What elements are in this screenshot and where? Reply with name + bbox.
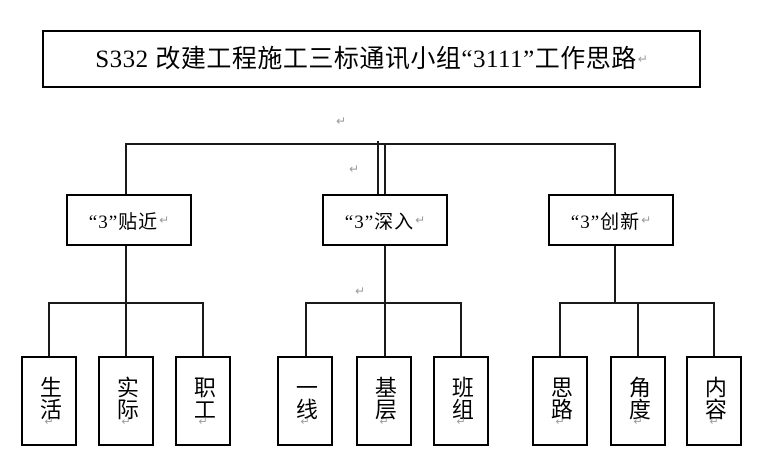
leaf-box-2-2[interactable]: 基层 ↵ — [356, 356, 412, 446]
branch-3-drop-connector-2 — [637, 302, 639, 357]
branch-2-drop-connector-3 — [460, 302, 462, 357]
root-drop-connector-2 — [384, 143, 386, 194]
paragraph-mark-icon: ↵ — [379, 415, 389, 428]
paragraph-mark-icon: ↵ — [300, 415, 310, 428]
paragraph-mark-icon: ↵ — [44, 415, 54, 428]
leaf-label-1-2: 实际 — [113, 376, 139, 420]
branch-box-1[interactable]: “3”贴近↵ — [66, 194, 192, 246]
paragraph-mark-icon: ↵ — [637, 52, 648, 66]
paragraph-mark-icon: ↵ — [709, 415, 719, 428]
leaf-label-2-1: 一线 — [292, 376, 318, 420]
leaf-box-2-3[interactable]: 班组 ↵ — [433, 356, 489, 446]
leaf-label-3-2: 角度 — [625, 376, 651, 420]
leaf-box-3-1[interactable]: 思路 ↵ — [532, 356, 588, 446]
leaf-label-3-3: 内容 — [701, 376, 727, 420]
leaf-box-1-2[interactable]: 实际 ↵ — [98, 356, 154, 446]
paragraph-mark-icon: ↵ — [555, 415, 565, 428]
branch-box-2[interactable]: “3”深入↵ — [322, 194, 448, 246]
branch-2-horizontal-connector — [305, 302, 462, 304]
branch-box-3[interactable]: “3”创新↵ — [548, 194, 674, 246]
root-stem-connector — [377, 141, 379, 194]
branch-3-stem-connector — [614, 246, 616, 303]
leaf-label-2-2: 基层 — [371, 376, 397, 420]
root-horizontal-connector — [125, 143, 616, 145]
leaf-box-2-1[interactable]: 一线 ↵ — [277, 356, 333, 446]
title-box[interactable]: S332 改建工程施工三标通讯小组“3111”工作思路↵ — [42, 30, 701, 88]
branch-3-drop-connector-1 — [559, 302, 561, 357]
branch-label-3: “3”创新 — [570, 211, 641, 233]
paragraph-mark-icon: ↵ — [355, 284, 366, 298]
leaf-label-3-1: 思路 — [547, 376, 573, 420]
paragraph-mark-icon: ↵ — [415, 213, 426, 227]
paragraph-mark-icon: ↵ — [456, 415, 466, 428]
leaf-box-3-2[interactable]: 角度 ↵ — [610, 356, 666, 446]
branch-2-drop-connector-1 — [305, 302, 307, 357]
branch-3-horizontal-connector — [559, 302, 714, 304]
paragraph-mark-icon: ↵ — [633, 415, 643, 428]
leaf-box-3-3[interactable]: 内容 ↵ — [686, 356, 742, 446]
root-drop-connector-1 — [125, 143, 127, 194]
paragraph-mark-icon: ↵ — [159, 213, 170, 227]
paragraph-mark-icon: ↵ — [336, 114, 347, 128]
branch-label-1: “3”贴近 — [88, 211, 159, 233]
paragraph-mark-icon: ↵ — [121, 415, 131, 428]
root-drop-connector-3 — [614, 143, 616, 194]
paragraph-mark-icon: ↵ — [349, 162, 360, 176]
branch-1-drop-connector-1 — [48, 302, 50, 357]
title-text: S332 改建工程施工三标通讯小组“3111”工作思路 — [95, 45, 637, 73]
leaf-label-1-1: 生活 — [36, 376, 62, 420]
paragraph-mark-icon: ↵ — [198, 415, 208, 428]
leaf-label-1-3: 职工 — [190, 376, 216, 420]
branch-1-drop-connector-2 — [125, 302, 127, 357]
branch-2-stem-connector — [384, 246, 386, 303]
branch-2-drop-connector-2 — [384, 302, 386, 357]
branch-1-stem-connector — [125, 246, 127, 303]
leaf-label-2-3: 班组 — [448, 376, 474, 420]
leaf-box-1-3[interactable]: 职工 ↵ — [175, 356, 231, 446]
branch-label-2: “3”深入 — [344, 211, 415, 233]
branch-3-drop-connector-3 — [713, 302, 715, 357]
leaf-box-1-1[interactable]: 生活 ↵ — [21, 356, 77, 446]
branch-1-drop-connector-3 — [202, 302, 204, 357]
paragraph-mark-icon: ↵ — [641, 213, 652, 227]
